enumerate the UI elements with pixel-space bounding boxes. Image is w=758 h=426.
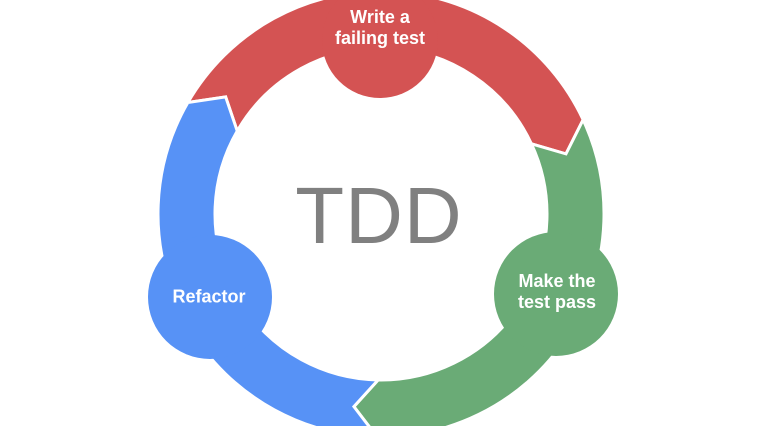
step-write-failing-test-label: Write a failing test (334, 7, 426, 48)
node-refactor (148, 235, 272, 359)
step-make-test-pass-label: Make the test pass (517, 271, 597, 312)
node-write-failing-test (322, 0, 438, 98)
center-title: TDD (295, 171, 463, 260)
step-refactor-label: Refactor (172, 286, 246, 307)
node-make-test-pass (494, 232, 618, 356)
